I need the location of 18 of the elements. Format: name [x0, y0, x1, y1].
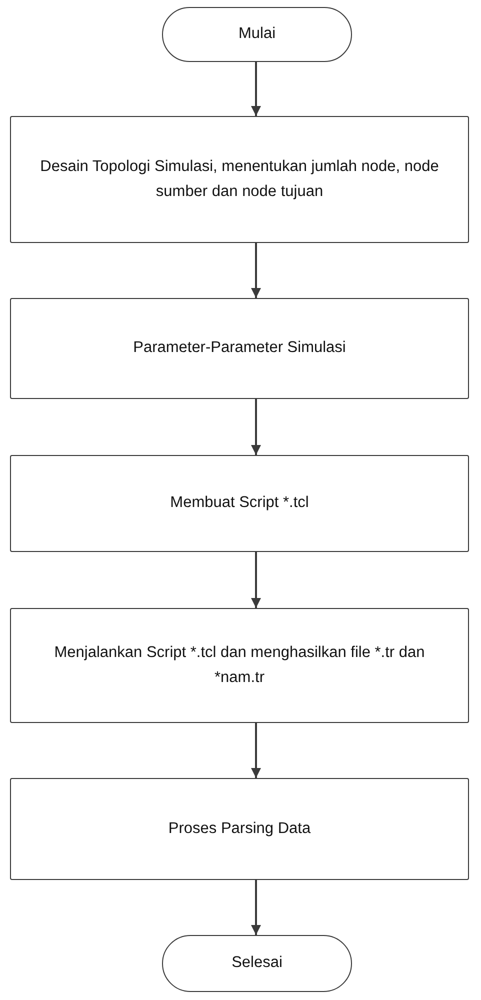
- node-label: Selesai: [232, 953, 282, 974]
- process-box: [10, 116, 469, 243]
- arrow: [251, 243, 261, 298]
- node-label: Membuat Script *.tcl: [170, 493, 309, 514]
- arrow: [251, 552, 261, 608]
- node-label: Proses Parsing Data: [168, 818, 311, 839]
- node-label: Parameter-Parameter Simulasi: [133, 338, 346, 358]
- process-box: [10, 298, 469, 399]
- arrow: [251, 399, 261, 455]
- process-box: [10, 455, 469, 552]
- node-label: Menjalankan Script *.tcl dan menghasilkan file *.tr dan *nam.tr: [53, 643, 426, 688]
- node-label: Desain Topologi Simulasi, menentukan jumlah node, node sumber dan node tujuan: [39, 157, 440, 202]
- arrow: [251, 880, 261, 935]
- process-box: [10, 778, 469, 880]
- arrow: [251, 62, 261, 116]
- process-box: [10, 608, 469, 723]
- arrow: [251, 723, 261, 778]
- node-label: Mulai: [238, 24, 276, 44]
